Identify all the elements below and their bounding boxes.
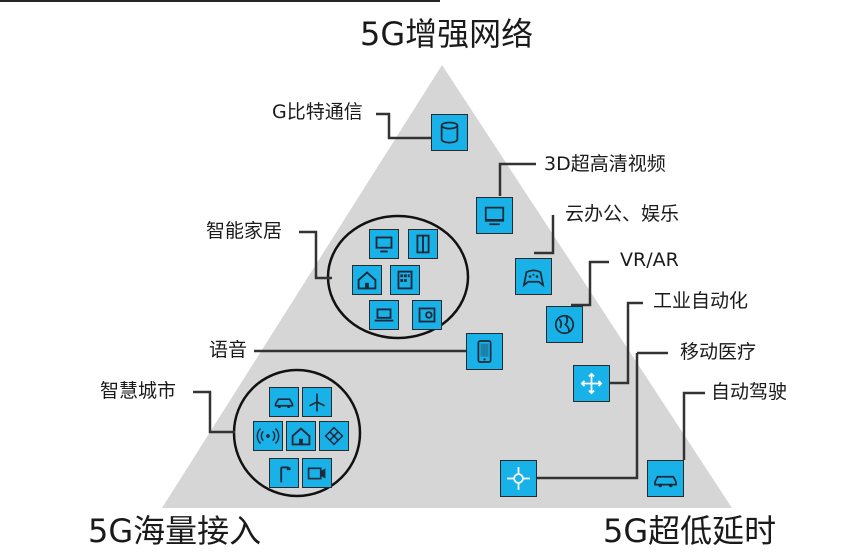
label-voice: 语音 <box>209 339 248 361</box>
gamepad-icon <box>515 258 552 295</box>
phone-icon <box>466 333 503 370</box>
windmill-icon <box>302 387 332 417</box>
connector-autonomous <box>682 391 705 460</box>
car-icon <box>269 387 299 417</box>
database-icon <box>431 114 468 151</box>
monitor-icon <box>476 197 513 234</box>
safe-icon <box>412 300 442 330</box>
house-icon <box>286 421 316 451</box>
label-vr-ar: VR/AR <box>620 249 679 271</box>
title-massive-access: 5G海量接入 <box>88 512 262 550</box>
label-smart-home: 智能家居 <box>206 220 283 242</box>
door-icon <box>408 229 438 259</box>
house-icon <box>352 265 382 295</box>
network-node-icon <box>500 460 537 497</box>
streetlight-icon <box>269 458 299 488</box>
title-enhanced-network: 5G增强网络 <box>360 15 534 53</box>
label-cloud-office: 云办公、娱乐 <box>565 203 680 225</box>
camera-icon <box>302 458 332 488</box>
connector-vr-ar <box>571 260 609 307</box>
label-mobile-medical: 移动医疗 <box>680 341 757 363</box>
label-industrial: 工业自动化 <box>653 290 749 312</box>
signal-icon <box>253 421 283 451</box>
globe-icon <box>546 306 583 343</box>
fridge-icon <box>390 265 420 295</box>
arrows-cross-icon <box>573 365 610 402</box>
connector-3d-video <box>498 162 536 196</box>
connector-g-comm <box>376 112 431 140</box>
label-autonomous: 自动驾驶 <box>711 381 788 403</box>
laptop-icon <box>369 300 399 330</box>
top-cut-edge <box>0 0 440 2</box>
connector-cloud-office <box>534 215 555 255</box>
car-icon <box>647 460 684 497</box>
connector-industrial <box>608 301 643 385</box>
label-smart-city: 智慧城市 <box>100 380 177 402</box>
connector-smart-home <box>299 230 332 280</box>
label-g-comm: G比特通信 <box>272 101 363 123</box>
title-ultra-low-latency: 5G超低延时 <box>603 512 777 550</box>
monitor-icon <box>369 229 399 259</box>
connector-smart-city <box>193 390 235 434</box>
grid-icon <box>319 421 349 451</box>
connector-lines <box>193 112 705 480</box>
label-3d-video: 3D超高清视频 <box>544 153 666 175</box>
